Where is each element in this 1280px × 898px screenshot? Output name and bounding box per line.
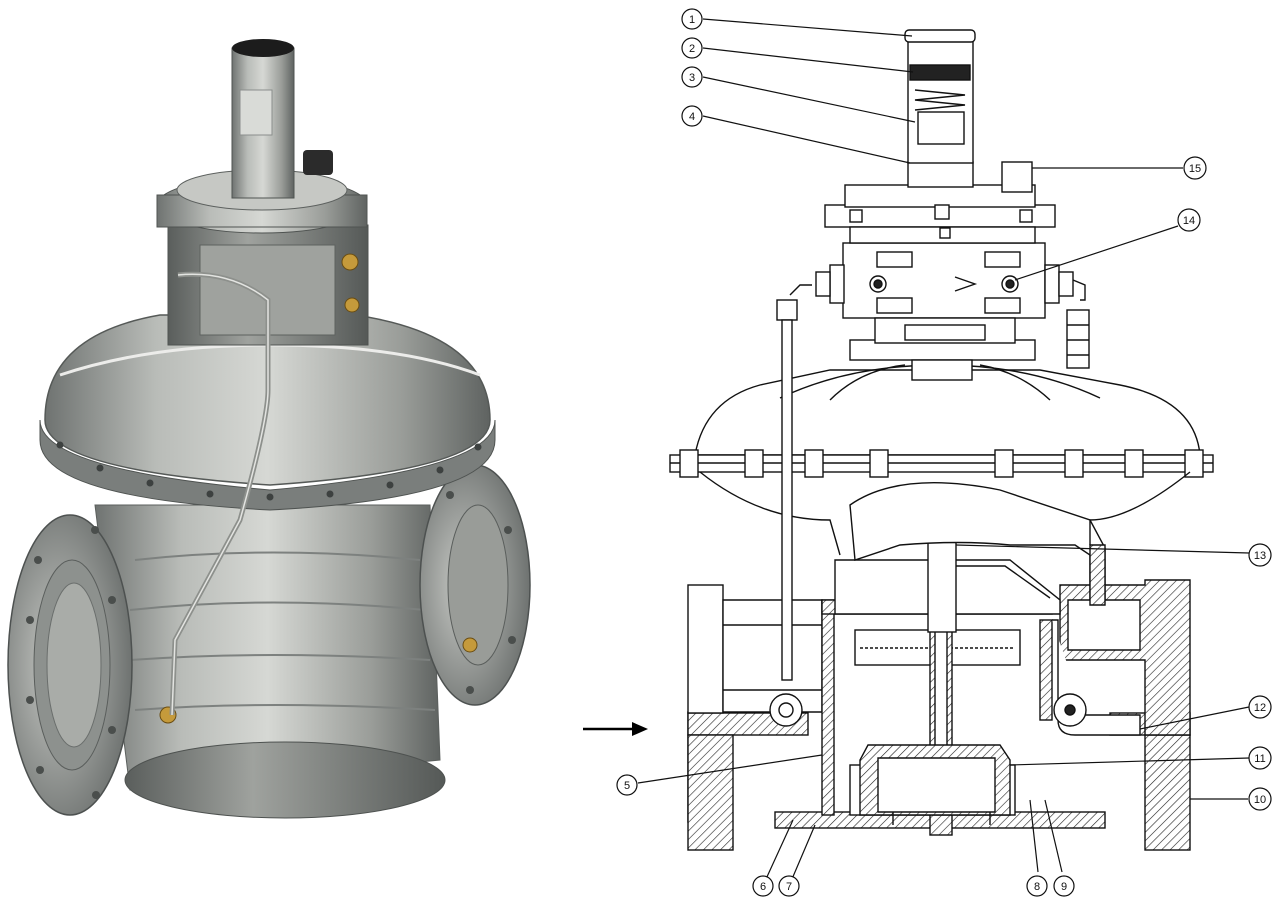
spring	[914, 89, 966, 111]
vent-cap-drawing	[1001, 161, 1033, 193]
right-nut-stack	[1066, 309, 1090, 369]
callout-circle-14	[1177, 208, 1201, 232]
right-flange	[419, 464, 531, 706]
bottom-rim	[124, 741, 446, 819]
dome-bolts	[56, 441, 482, 501]
leader-7	[791, 824, 816, 880]
bonnet-cap	[904, 29, 976, 43]
callout-label-14: 14	[1183, 215, 1195, 227]
callout-circle-13	[1248, 543, 1272, 567]
callout-circle-12	[1248, 695, 1272, 719]
callout-label-15: 15	[1189, 163, 1201, 175]
callout-circle-2	[681, 37, 703, 59]
leader-3	[702, 76, 916, 123]
outlet-flange-lower	[1144, 734, 1191, 851]
left-flange	[7, 514, 133, 816]
leader-14	[1014, 225, 1179, 281]
callout-label-12: 12	[1254, 702, 1266, 714]
diaphragm-housing	[694, 369, 1201, 456]
sensing-tube-drawing	[781, 319, 793, 681]
callout-label-10: 10	[1254, 794, 1266, 806]
leader-12	[1139, 706, 1250, 730]
regulator-photo	[7, 39, 531, 819]
leader-11	[1009, 757, 1250, 766]
flow-arrow	[583, 722, 648, 736]
leader-4	[702, 115, 911, 164]
callout-label-4: 4	[689, 111, 695, 123]
column-cap	[232, 39, 294, 57]
vent-cap	[303, 150, 333, 175]
callout-label-9: 9	[1061, 881, 1067, 893]
callout-label-5: 5	[624, 780, 630, 792]
cylinder-wall-right	[1039, 619, 1053, 721]
cross-section-drawing	[669, 29, 1214, 851]
callout-circle-15	[1183, 156, 1207, 180]
callout-circle-11	[1248, 746, 1272, 770]
callout-circle-5	[616, 774, 638, 796]
callout-label-13: 13	[1254, 550, 1266, 562]
callout-circle-6	[752, 875, 774, 897]
callout-circle-9	[1053, 875, 1075, 897]
callout-circle-8	[1026, 875, 1048, 897]
callout-label-3: 3	[689, 72, 695, 84]
callout-label-2: 2	[689, 43, 695, 55]
callout-label-1: 1	[689, 14, 695, 26]
callout-circle-10	[1248, 787, 1272, 811]
inlet-flange-upper	[687, 584, 724, 714]
callout-circle-1	[681, 8, 703, 30]
callout-label-11: 11	[1254, 753, 1265, 765]
callout-label-7: 7	[786, 881, 792, 893]
callout-label-8: 8	[1034, 881, 1040, 893]
dome-flange	[39, 419, 496, 511]
leader-13	[955, 544, 1250, 554]
leader-2	[702, 47, 914, 73]
brass-fittings	[159, 253, 478, 724]
housing-bolts	[679, 449, 1204, 478]
callout-circle-4	[681, 105, 703, 127]
cylinder-wall-left	[821, 599, 835, 816]
leader-1	[702, 18, 913, 37]
callout-circle-3	[681, 66, 703, 88]
callout-circle-7	[778, 875, 800, 897]
leader-9	[1044, 799, 1063, 873]
leader-8	[1029, 799, 1039, 873]
callout-label-6: 6	[760, 881, 766, 893]
leader-6	[765, 819, 794, 880]
leader-5	[637, 754, 823, 784]
inlet-flange-lower	[687, 734, 734, 851]
callouts: 1 2 3 4 5 6 7 8 9 10 11 12 13 14 15	[616, 8, 1272, 897]
